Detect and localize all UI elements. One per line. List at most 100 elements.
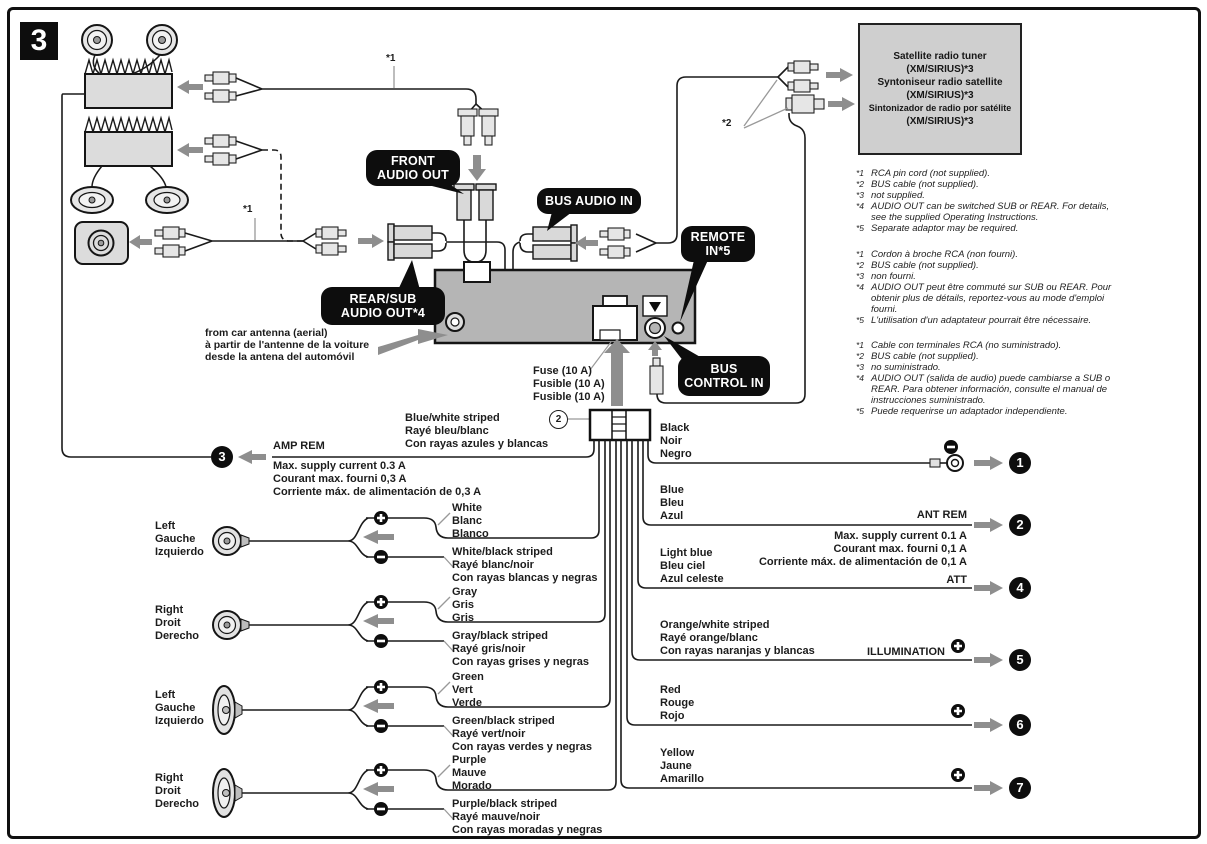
footnote-text: L'utilisation d'un adaptateur pourrait ê… bbox=[871, 315, 1092, 326]
arrow-down-front bbox=[468, 155, 486, 181]
footnote-marker: *1 bbox=[856, 340, 865, 350]
arrow-right-rear bbox=[358, 234, 384, 248]
bus-audio-in-jacks bbox=[532, 224, 578, 262]
satellite-rca-plugs bbox=[787, 60, 819, 93]
harness-wire-label: Light blue Bleu ciel Azul celeste bbox=[660, 547, 724, 585]
speaker-position-label: Right Droit Derecho bbox=[155, 772, 200, 810]
plus-symbols-right bbox=[951, 639, 965, 782]
harness-wire-label: Black Noir Negro bbox=[660, 422, 692, 460]
footnote-text: not supplied. bbox=[871, 190, 925, 201]
step-number-badge: 3 bbox=[20, 22, 58, 60]
bus-control-plug bbox=[649, 357, 664, 395]
footnote-marker: *5 bbox=[856, 223, 865, 233]
remote-in-label: REMOTE IN*5 bbox=[681, 226, 755, 262]
label-pointer-ticks bbox=[437, 512, 455, 821]
footnote-text: non fourni. bbox=[871, 271, 916, 282]
arrow-left-rear-amp bbox=[177, 143, 203, 157]
ref2-pointers bbox=[743, 79, 789, 129]
ref-asterisk2: *2 bbox=[722, 118, 732, 129]
rca-plug-pair-rear-out bbox=[315, 226, 347, 256]
connector-ref-number: 2 bbox=[549, 410, 568, 429]
footnote-text: BUS cable (not supplied). bbox=[871, 179, 979, 190]
amp-rem-current-label: Max. supply current 0.3 A Courant max. f… bbox=[273, 460, 482, 498]
speaker-minus-wire-label: Green/black striped Rayé vert/noir Con r… bbox=[452, 715, 593, 753]
rear-amp-cable bbox=[235, 140, 303, 242]
front-audio-cable bbox=[235, 66, 487, 114]
amp-rem-terminal-label: AMP REM bbox=[273, 440, 325, 452]
unit-rear-tab bbox=[463, 261, 491, 283]
satellite-bus-plug bbox=[785, 94, 825, 114]
speaker-polarity-symbols bbox=[363, 511, 394, 816]
rear-sub-audio-out-label: REAR/SUB AUDIO OUT*4 bbox=[321, 287, 445, 325]
terminal-number-5: 5 bbox=[1009, 649, 1031, 671]
speaker-minus-wire-label: Purple/black striped Rayé mauve/noir Con… bbox=[452, 798, 603, 836]
harness-wire-label: Orange/white striped Rayé orange/blanc C… bbox=[660, 619, 815, 657]
amp-rem-wire bbox=[61, 93, 211, 458]
terminal-number-2: 2 bbox=[1009, 514, 1031, 536]
arrow-left-amp-rem bbox=[238, 450, 266, 464]
footnote-marker: *4 bbox=[856, 373, 865, 383]
ref-asterisk1-top: *1 bbox=[386, 53, 396, 64]
footnote-marker: *1 bbox=[856, 249, 865, 259]
rca-plug-pair-sub bbox=[154, 226, 186, 258]
rear-amplifier bbox=[70, 115, 189, 214]
terminal-number-1: 1 bbox=[1009, 452, 1031, 474]
footnote-marker: *5 bbox=[856, 315, 865, 325]
arrow-left-sub bbox=[129, 235, 152, 249]
speaker-position-label: Left Gauche Izquierdo bbox=[155, 520, 204, 558]
satellite-box-line: (XM/SIRIUS)*3 bbox=[906, 64, 974, 75]
ant-rem-terminal-label: ANT REM bbox=[916, 509, 967, 521]
bus-audio-in-plugs bbox=[599, 227, 631, 259]
terminal-number-4: 4 bbox=[1009, 577, 1031, 599]
bus-control-in-label: BUS CONTROL IN bbox=[678, 356, 770, 396]
satellite-box-line: (XM/SIRIUS)*3 bbox=[906, 116, 974, 127]
ground-terminal bbox=[929, 440, 964, 472]
footnote-marker: *2 bbox=[856, 179, 865, 189]
rca-plug-pair-rear-amp bbox=[204, 134, 237, 166]
rca-plug-pair-front-amp bbox=[204, 71, 237, 103]
arrow-right-sat-rca bbox=[826, 68, 853, 82]
footnote-text: Cable con terminales RCA (no suministrad… bbox=[871, 340, 1062, 351]
arrow-right-sat-bus bbox=[828, 97, 855, 111]
speaker-plus-wire-label: Purple Mauve Morado bbox=[452, 754, 492, 792]
illumination-terminal-label: ILLUMINATION bbox=[866, 646, 945, 658]
speaker-position-label: Left Gauche Izquierdo bbox=[155, 689, 204, 727]
harness-wires bbox=[272, 440, 972, 810]
front-out-plugs bbox=[457, 108, 499, 146]
footnote-text: BUS cable (not supplied). bbox=[871, 260, 979, 271]
footnote-marker: *4 bbox=[856, 201, 865, 211]
arrow-up-bus-control bbox=[648, 341, 662, 356]
bus-audio-in-wires bbox=[512, 66, 789, 269]
satellite-box-line: Sintonizador de radio por satélite bbox=[868, 103, 1012, 113]
footnote-marker: *1 bbox=[856, 168, 865, 178]
rear-jack-wires bbox=[432, 232, 506, 269]
arrow-up-connector bbox=[604, 339, 630, 406]
arrow-left-bus-in bbox=[575, 236, 598, 250]
front-amplifier bbox=[81, 24, 178, 109]
head-unit bbox=[433, 268, 697, 345]
front-audio-out-label: FRONT AUDIO OUT bbox=[366, 150, 460, 186]
speaker-plus-wire-label: Green Vert Verde bbox=[452, 671, 484, 709]
footnote-text: no suministrado. bbox=[871, 362, 941, 373]
amp-rem-wire-label: Blue/white striped Rayé bleu/blanc Con r… bbox=[405, 412, 549, 450]
footnote-text: AUDIO OUT (salida de audio) puede cambia… bbox=[871, 373, 1111, 406]
rear-sub-jacks bbox=[387, 223, 433, 261]
att-terminal-label: ATT bbox=[946, 574, 967, 586]
ref-asterisk1-mid: *1 bbox=[243, 204, 253, 215]
terminal-number-6: 6 bbox=[1009, 714, 1031, 736]
satellite-box-line: Satellite radio tuner bbox=[893, 51, 987, 62]
harness-connector bbox=[588, 408, 652, 442]
footnote-marker: *3 bbox=[856, 271, 865, 281]
footnote-text: AUDIO OUT peut être commuté sur SUB ou R… bbox=[871, 282, 1112, 315]
footnote-marker: *3 bbox=[856, 362, 865, 372]
fuse-label: Fuse (10 A) Fusible (10 A) Fusible (10 A… bbox=[533, 365, 605, 403]
page-border bbox=[7, 7, 1201, 839]
speaker-minus-wire-label: Gray/black striped Rayé gris/noir Con ra… bbox=[452, 630, 589, 668]
speaker-minus-wire-label: White/black striped Rayé blanc/noir Con … bbox=[452, 546, 598, 584]
footnotes-spanish: *1 Cable con terminales RCA (no suministr… bbox=[856, 340, 1204, 417]
satellite-bus-cable bbox=[656, 113, 806, 404]
sub-cable bbox=[184, 218, 317, 252]
fuse-pointer bbox=[589, 341, 612, 371]
